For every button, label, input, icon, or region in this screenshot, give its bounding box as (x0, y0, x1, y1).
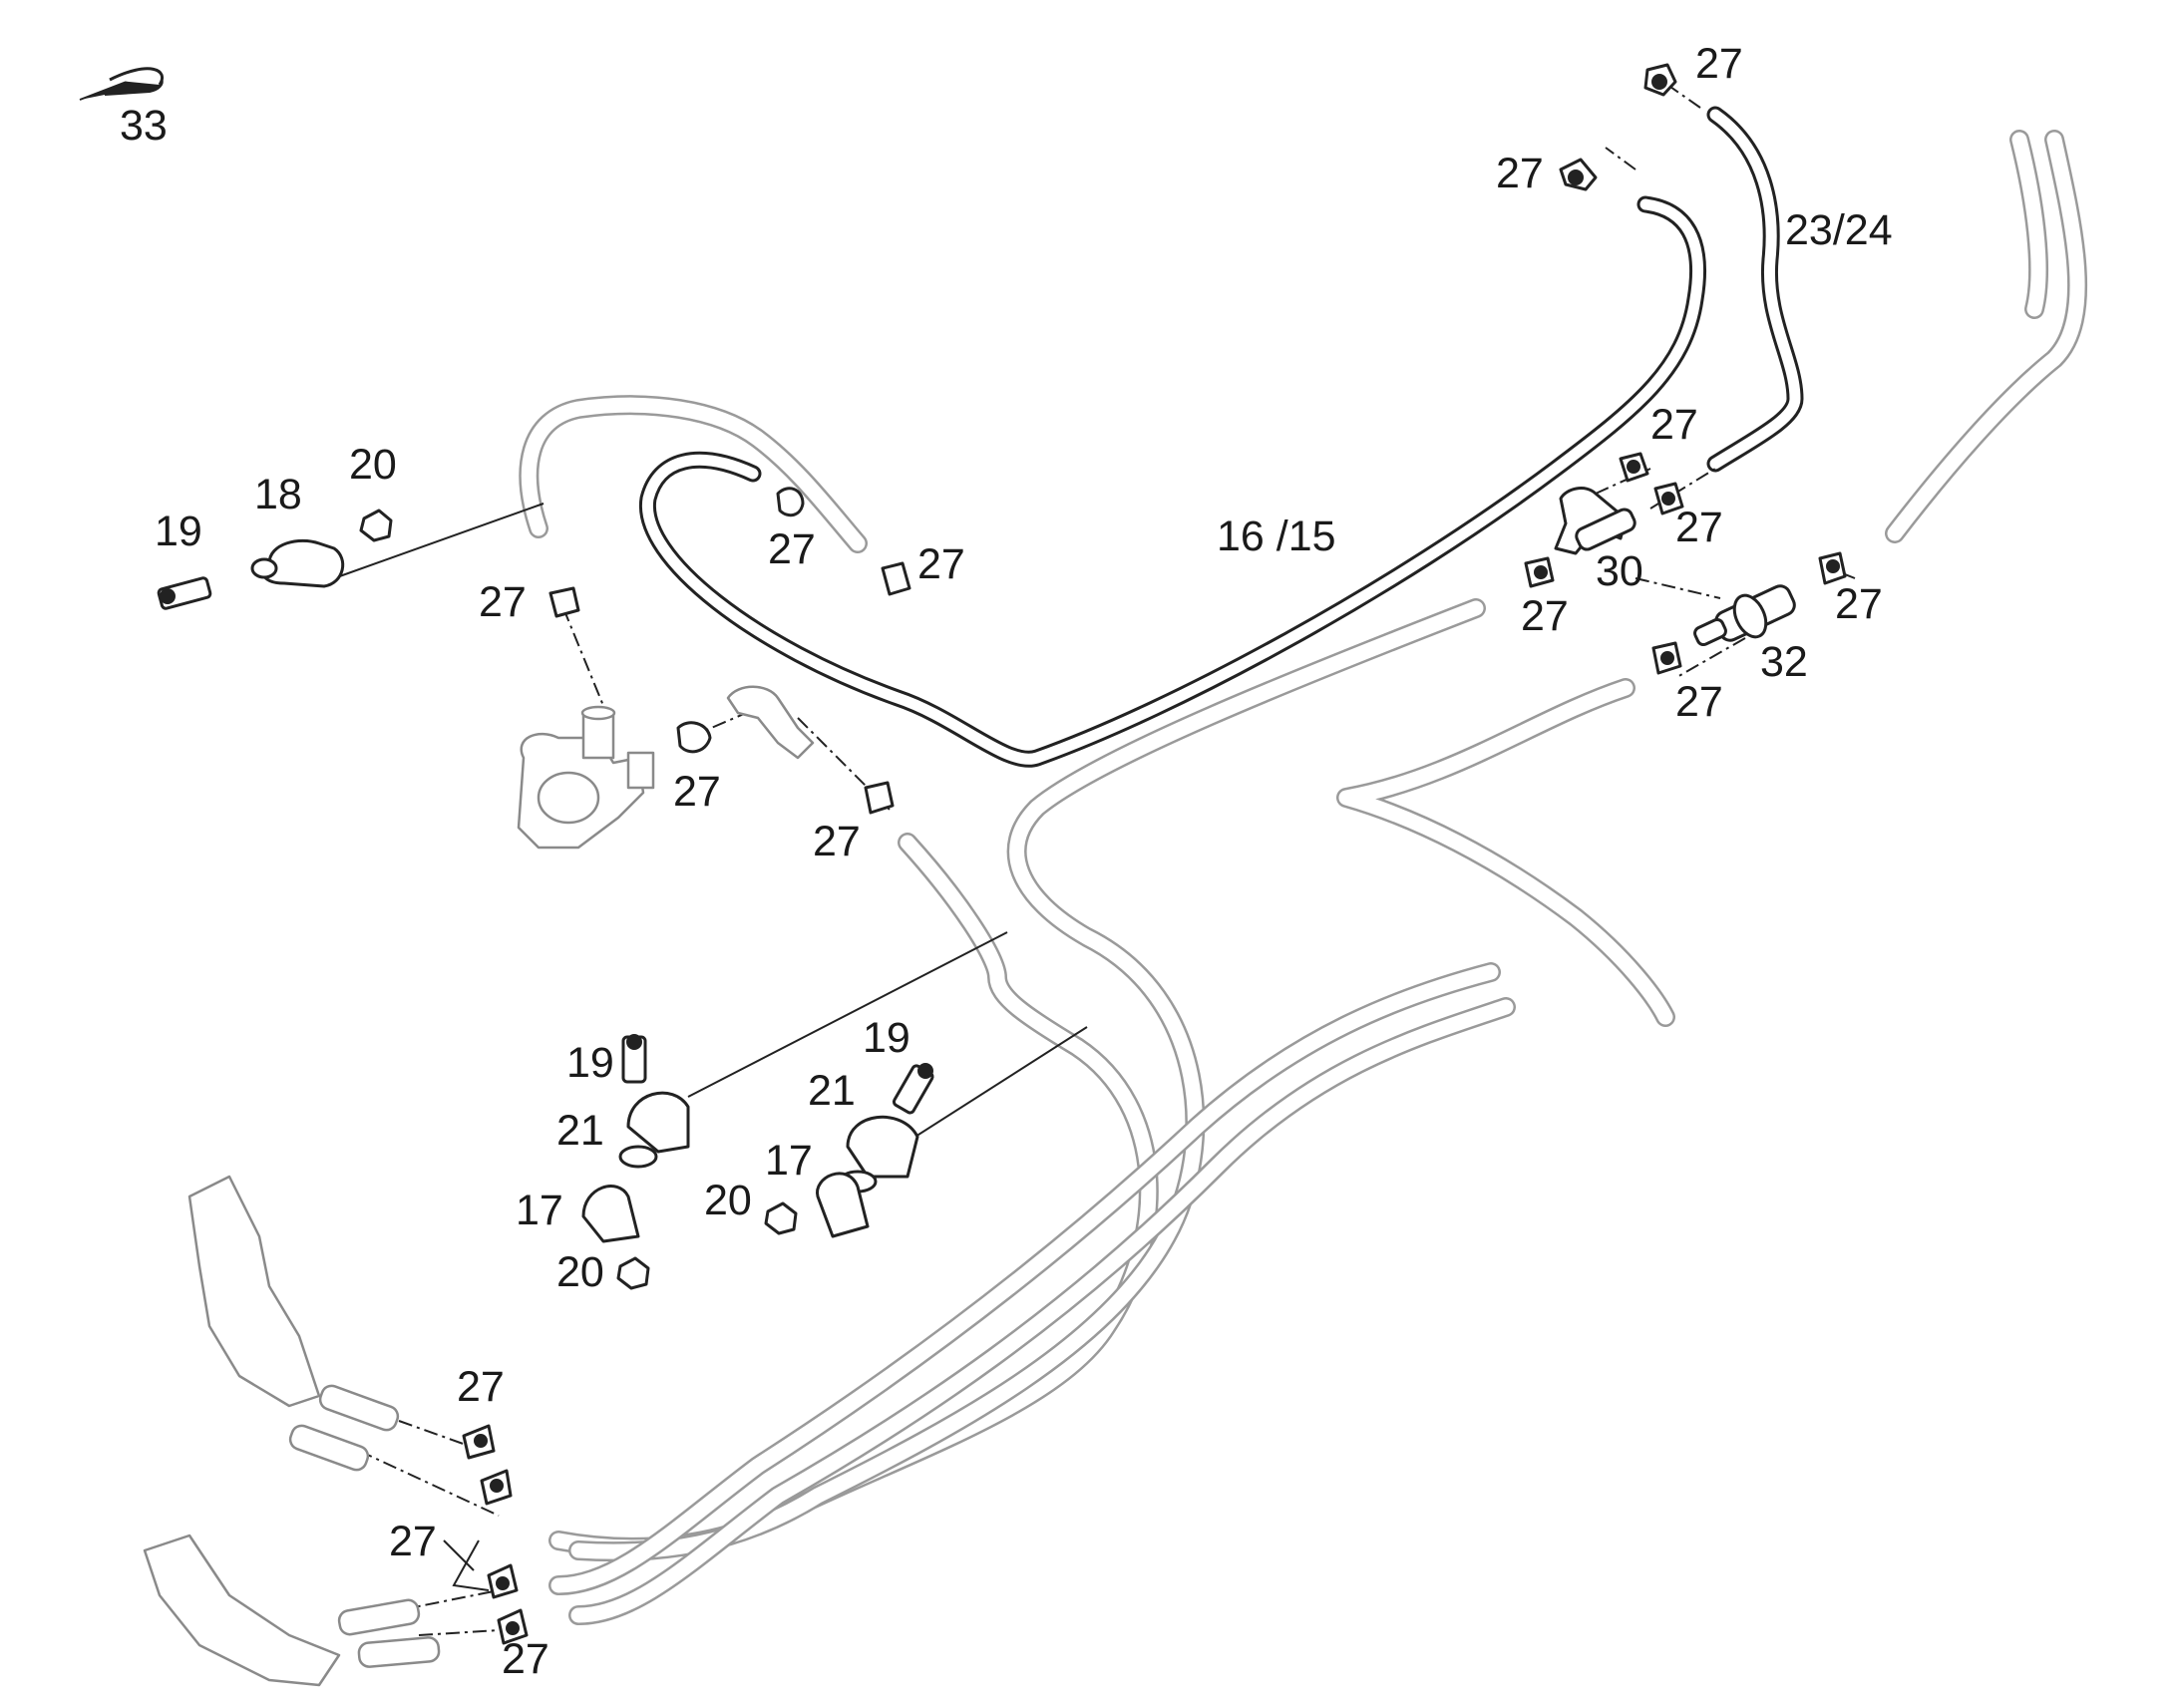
t-connector-30 (1554, 487, 1636, 555)
label-screw-19-mid-a: 19 (566, 1039, 614, 1087)
label-clamp-27-upper-mid: 27 (768, 525, 816, 573)
label-clamp-27-mid-1: 27 (673, 768, 721, 816)
label-nut-20-mid-b: 20 (704, 1177, 752, 1224)
label-clamp-27-mid-2: 27 (813, 818, 861, 865)
clamp-27-a (776, 487, 805, 517)
clamp-27-k (480, 1469, 513, 1506)
label-tie-strap-33: 33 (120, 102, 168, 150)
clamp-27-h (1818, 551, 1847, 585)
clamp-top-2 (1559, 158, 1598, 191)
clip-17-b (816, 1172, 870, 1238)
label-clamp-27-bottom-2: 27 (389, 1518, 437, 1565)
tie-strap-33 (79, 67, 164, 101)
screw-19-mid-a (621, 1034, 647, 1084)
light-hoses (519, 130, 2088, 1625)
screw-19-mid-b (892, 1063, 934, 1115)
clip-21-a (618, 1091, 690, 1169)
label-connector-30: 30 (1596, 547, 1643, 595)
label-clamp-27-f: 27 (1675, 504, 1723, 551)
nut-20-top (359, 509, 393, 542)
label-screw-19-top: 19 (155, 508, 202, 555)
clip-17-a (581, 1185, 640, 1243)
label-clip-21-b: 21 (808, 1067, 856, 1115)
screw-19-top (157, 576, 212, 610)
label-clamp-27-bottom-3: 27 (502, 1635, 549, 1683)
bracket-18 (250, 538, 345, 588)
clamp-27-i (1651, 641, 1682, 675)
callout-labels: 33 27 27 23/24 19 18 20 16 /15 27 27 27 … (120, 40, 1893, 1683)
label-screw-19-mid-b: 19 (863, 1014, 910, 1062)
label-hose-16-15: 16 /15 (1217, 512, 1336, 560)
label-clamp-27-h: 27 (1835, 580, 1883, 628)
clamp-27-m (497, 1608, 529, 1645)
clamp-27-g (1524, 556, 1555, 588)
label-clamp-27-top-2: 27 (1496, 150, 1544, 197)
label-bracket-18: 18 (254, 471, 302, 518)
clamp-27-upper-left (548, 586, 580, 618)
label-clamp-27-upper-right: 27 (917, 540, 965, 588)
label-nut-20-top: 20 (349, 441, 397, 489)
clamp-27-e (1619, 452, 1649, 483)
clamp-27-f (1653, 482, 1684, 515)
label-clip-17-a: 17 (516, 1187, 563, 1234)
leader-lines (333, 79, 1856, 1636)
fitting-upper-left (187, 1175, 400, 1472)
label-nut-20-mid-a: 20 (556, 1248, 604, 1296)
elbow-connector (726, 685, 815, 760)
nut-20-mid-b (764, 1201, 798, 1235)
fitting-lower-left (143, 1534, 441, 1687)
clamp-27-b (881, 561, 911, 596)
label-clamp-27-bottom-1: 27 (457, 1363, 505, 1411)
nut-20-mid-a (616, 1256, 650, 1290)
label-clamp-27-left: 27 (479, 578, 527, 626)
label-clamp-27-g: 27 (1521, 592, 1569, 640)
label-clip-17-b: 17 (765, 1137, 813, 1185)
label-clip-21-a: 21 (556, 1107, 604, 1155)
clamp-27-l (487, 1563, 519, 1599)
check-valve-32 (1693, 584, 1796, 647)
label-valve-32: 32 (1760, 638, 1808, 686)
solenoid-valve (517, 705, 655, 850)
clamp-27-j (462, 1424, 496, 1460)
clamp-27-d (864, 781, 895, 815)
label-clamp-27-e: 27 (1650, 401, 1698, 449)
label-clamp-27-top-1: 27 (1695, 40, 1743, 88)
dark-hoses (638, 106, 1804, 768)
label-clamp-27-valve: 27 (1675, 678, 1723, 726)
label-hose-23-24: 23/24 (1785, 206, 1893, 254)
clamp-27-c (676, 721, 712, 754)
clamp-top-1 (1643, 63, 1677, 97)
